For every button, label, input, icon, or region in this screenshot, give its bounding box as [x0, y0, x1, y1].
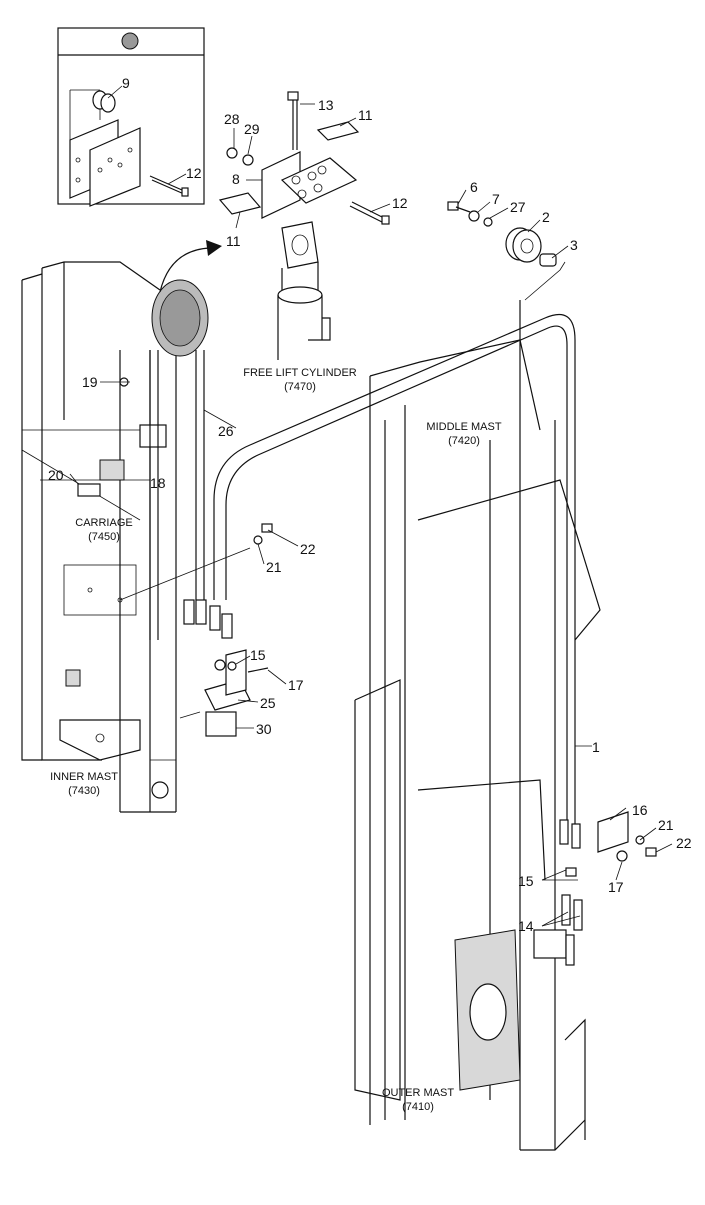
leader-lines [69, 85, 673, 927]
label-middle-mast: MIDDLE MAST [426, 421, 501, 433]
callout-21-left: 21 [266, 559, 282, 575]
callout-8: 8 [232, 171, 240, 187]
callout-21-right: 21 [658, 817, 674, 833]
free-lift-cylinder-assembly [218, 91, 390, 360]
callout-19: 19 [82, 374, 98, 390]
callout-28: 28 [224, 111, 240, 127]
label-carriage: CARRIAGE [75, 517, 132, 529]
label-middle-mast-code: (7420) [448, 435, 480, 447]
callout-18: 18 [150, 475, 166, 491]
hose-1 [213, 313, 583, 966]
callout-11-left: 11 [226, 233, 241, 249]
label-inner-mast: INNER MAST [50, 771, 118, 783]
callout-12-top: 12 [392, 195, 408, 211]
callout-3: 3 [570, 237, 578, 253]
callout-2: 2 [542, 209, 550, 225]
callout-1: 1 [592, 739, 600, 755]
callout-27: 27 [510, 199, 526, 215]
callout-17-left: 17 [288, 677, 304, 693]
callout-29: 29 [244, 121, 260, 137]
callout-6: 6 [470, 179, 478, 195]
callout-12-inset: 12 [186, 165, 202, 181]
callout-13: 13 [318, 97, 334, 113]
callout-14: 14 [518, 918, 534, 934]
callout-9: 9 [122, 75, 130, 91]
label-inner-mast-code: (7430) [68, 785, 100, 797]
label-free-lift-cylinder: FREE LIFT CYLINDER [243, 367, 357, 379]
callout-15-right: 15 [518, 873, 534, 889]
callout-22-right: 22 [676, 835, 692, 851]
callout-16: 16 [632, 802, 648, 818]
lower-bracket [204, 523, 657, 877]
hose-coil [149, 240, 233, 640]
callout-numbers: 9 12 13 11 28 29 8 11 12 6 7 27 2 3 19 1… [48, 75, 692, 934]
callout-17-right: 17 [608, 879, 624, 895]
callout-22-left: 22 [300, 541, 316, 557]
label-carriage-code: (7450) [88, 531, 120, 543]
callout-11-top: 11 [358, 107, 373, 123]
callout-20: 20 [48, 467, 64, 483]
sheave-assembly [447, 201, 566, 301]
outer-mast-frame [354, 300, 601, 1151]
label-outer-mast-code: (7410) [402, 1101, 434, 1113]
assembly-labels: FREE LIFT CYLINDER (7470) MIDDLE MAST (7… [50, 367, 502, 1113]
label-free-lift-cylinder-code: (7470) [284, 381, 316, 393]
callout-26: 26 [218, 423, 234, 439]
callout-15-left: 15 [250, 647, 266, 663]
callout-30: 30 [256, 721, 272, 737]
detail-inset [57, 27, 205, 207]
callout-7: 7 [492, 191, 500, 207]
callout-25: 25 [260, 695, 276, 711]
label-outer-mast: OUTER MAST [382, 1087, 454, 1099]
